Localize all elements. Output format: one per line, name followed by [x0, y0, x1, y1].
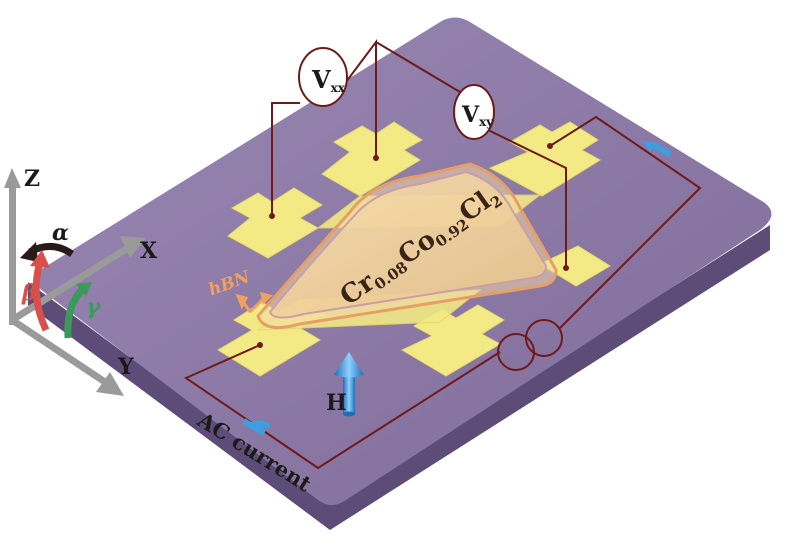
- wire-vxy-down: [483, 127, 567, 268]
- right-arrow-icon: [242, 418, 272, 436]
- gamma-label: γ: [86, 294, 102, 320]
- up-arrow-icon: [334, 352, 364, 417]
- field-label: H: [326, 390, 347, 416]
- vxx-sub: xx: [331, 81, 346, 95]
- axis-z-label: Z: [24, 166, 40, 192]
- material-flake: [268, 170, 548, 319]
- electrode-top-left: [227, 187, 323, 259]
- vxy-main: V: [461, 102, 480, 128]
- beta-label: β: [21, 280, 37, 306]
- substrate-side: [28, 225, 770, 530]
- alpha-label: α: [52, 220, 69, 246]
- voltmeter-vxy: Vxy: [453, 84, 495, 140]
- ac-source-icon: [497, 319, 563, 371]
- axis-y-label: Y: [117, 354, 134, 380]
- axis-x-label: X: [140, 238, 158, 264]
- vxy-sub: xy: [479, 115, 494, 129]
- electrode-top-middle: [321, 121, 423, 197]
- electrode-top-right: [488, 121, 601, 197]
- current-arrow-right-side: [642, 140, 673, 158]
- coordinate-axes: [4, 168, 146, 396]
- gamma-arrow: [64, 285, 87, 339]
- wire-source-right: [549, 115, 702, 329]
- beta-arrow: [32, 261, 50, 332]
- hbn-arrows: [235, 291, 273, 314]
- svg-text:Vxx: Vxx: [311, 65, 346, 95]
- wire-vxy-top: [375, 41, 461, 93]
- vxx-main: V: [311, 65, 331, 94]
- flake: [256, 162, 558, 330]
- svg-text:Vxy: Vxy: [461, 102, 494, 129]
- contact-dots: [257, 143, 569, 348]
- voltmeter-vxx: Vxx: [298, 47, 348, 107]
- wire-vxx-left: [271, 102, 300, 216]
